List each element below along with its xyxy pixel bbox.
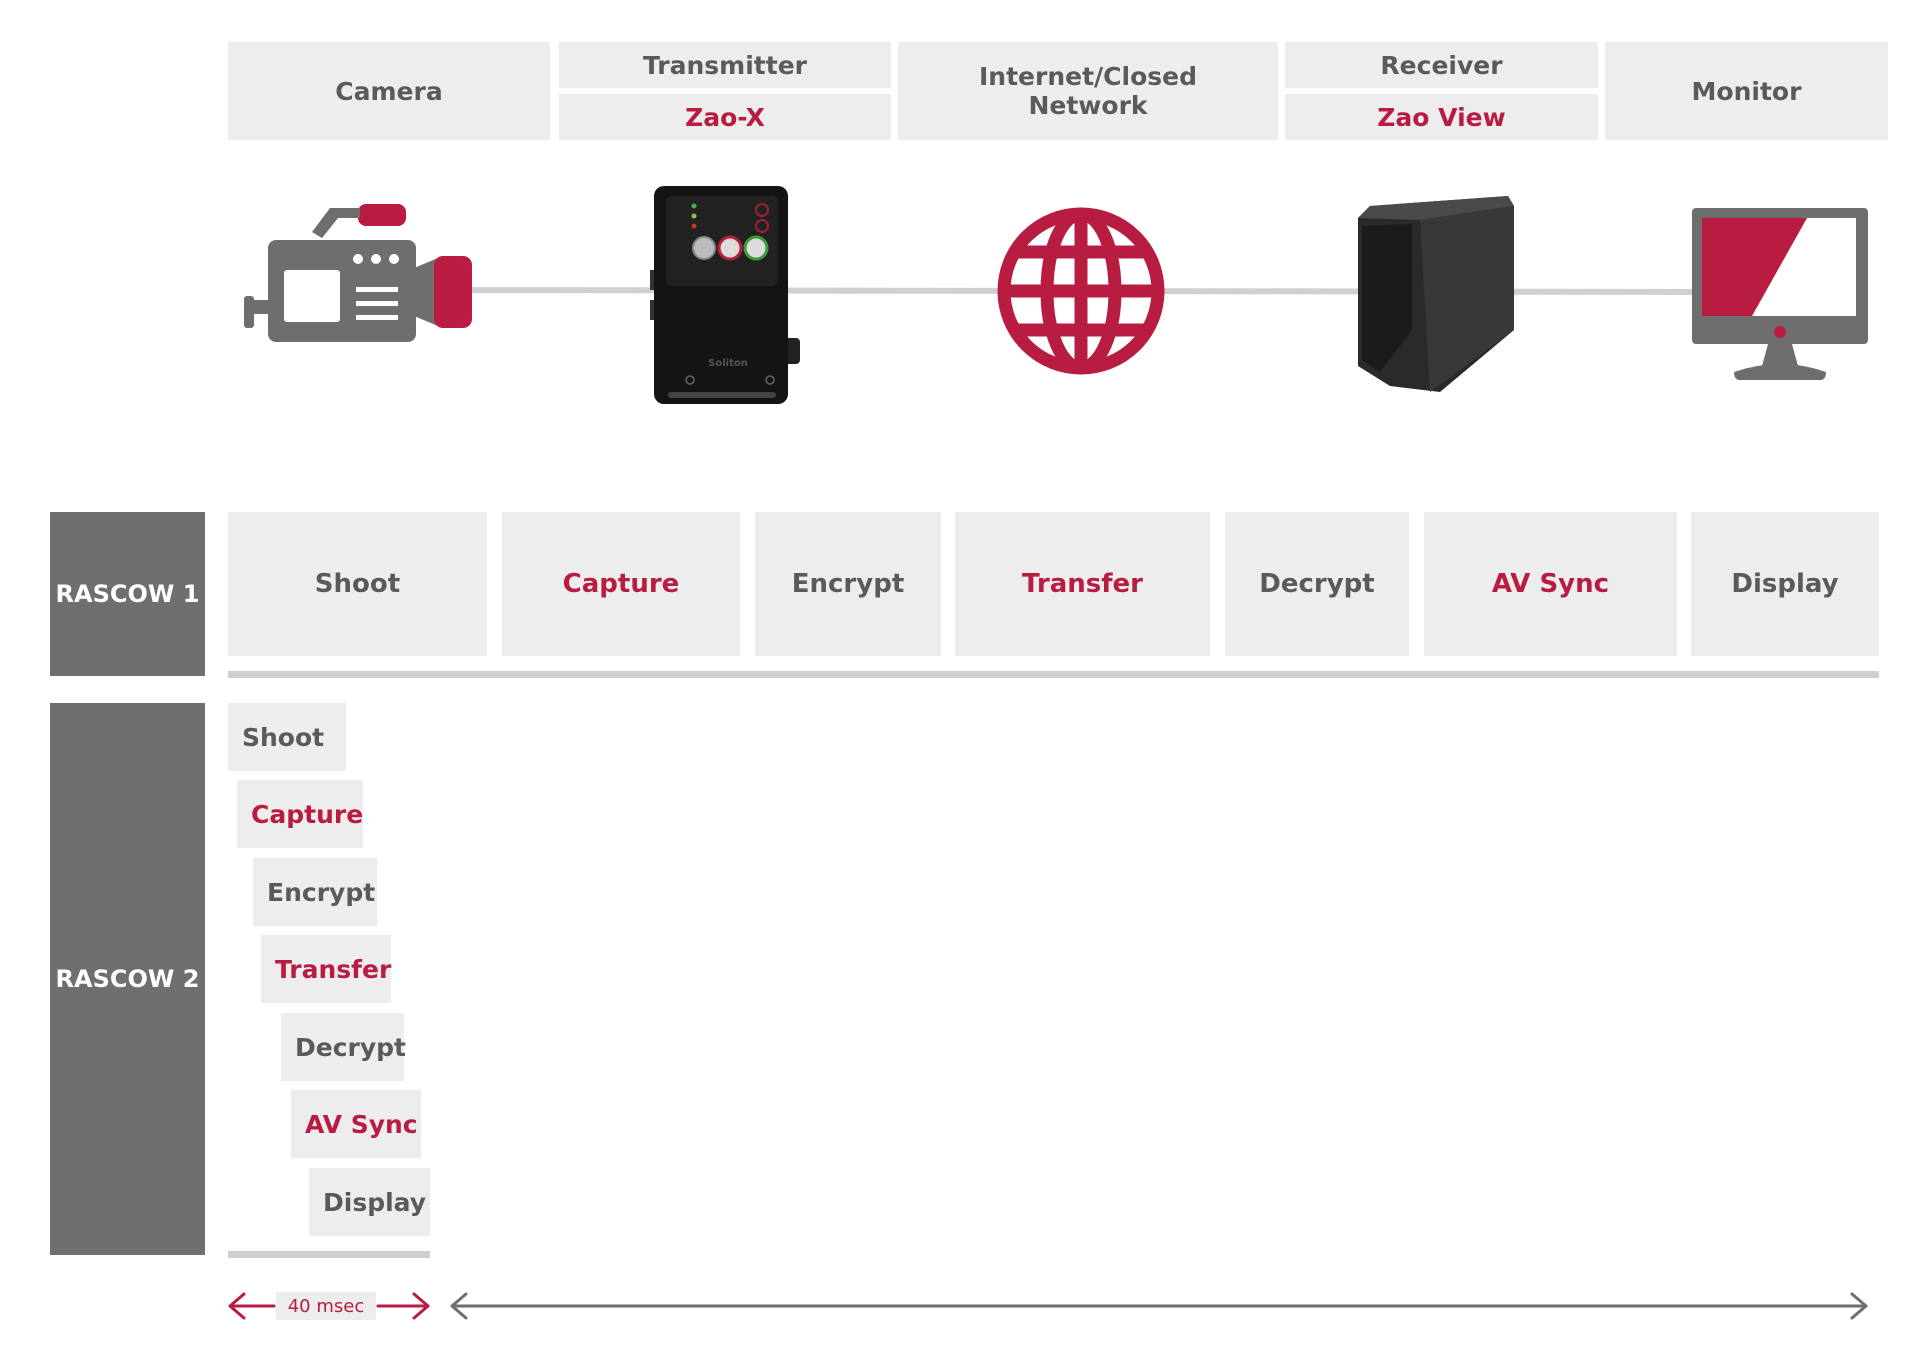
- rascow1-step-capture-label: Capture: [562, 569, 680, 599]
- header-camera: Camera: [228, 42, 550, 140]
- rascow2-step-encrypt: Encrypt: [253, 858, 377, 926]
- rascow2-label-text: RASCOW 2: [55, 965, 200, 993]
- latency-label: 40 msec: [276, 1292, 376, 1320]
- globe-icon: [997, 207, 1165, 375]
- rascow2-label: RASCOW 2: [50, 703, 205, 1255]
- rascow2-step-display-label: Display: [323, 1187, 427, 1217]
- rascow1-timeline-bar: [228, 671, 1879, 678]
- rascow2-step-shoot-label: Shoot: [242, 722, 325, 752]
- rascow2-step-capture: Capture: [237, 780, 363, 848]
- rascow1-step-shoot-label: Shoot: [314, 569, 401, 599]
- short-latency-arrow: [228, 1292, 430, 1320]
- rascow1-step-transfer-label: Transfer: [1022, 569, 1143, 599]
- header-transmitter: Transmitter: [559, 42, 891, 88]
- rascow1-step-avsync: AV Sync: [1424, 512, 1677, 656]
- header-receiver: Receiver: [1285, 42, 1598, 88]
- device-brand-text: Soliton: [708, 358, 748, 369]
- transmitter-product-label: Zao-X: [685, 102, 765, 132]
- header-network-label: Internet/Closed Network: [979, 62, 1197, 120]
- rascow1-step-display: Display: [1691, 512, 1879, 656]
- rascow2-step-shoot: Shoot: [228, 703, 346, 771]
- header-receiver-product: Zao View: [1285, 94, 1598, 140]
- rascow2-step-display: Display: [309, 1168, 430, 1236]
- video-camera-icon: [244, 204, 472, 342]
- rascow1-label-text: RASCOW 1: [55, 580, 200, 608]
- rascow2-step-decrypt: Decrypt: [281, 1013, 406, 1081]
- rascow2-step-capture-label: Capture: [251, 799, 364, 829]
- long-latency-arrow: [450, 1292, 1868, 1320]
- rascow1-step-avsync-label: AV Sync: [1491, 569, 1610, 599]
- rascow2-step-decrypt-label: Decrypt: [295, 1032, 406, 1062]
- header-network: Internet/Closed Network: [898, 42, 1278, 140]
- rascow2-step-transfer: Transfer: [261, 935, 391, 1003]
- header-monitor: Monitor: [1605, 42, 1888, 140]
- rascow2-step-avsync-label: AV Sync: [305, 1109, 418, 1139]
- rascow1-step-decrypt: Decrypt: [1225, 512, 1409, 656]
- rascow1-label: RASCOW 1: [50, 512, 205, 676]
- rascow1-step-decrypt-label: Decrypt: [1259, 569, 1375, 599]
- latency-label-text: 40 msec: [287, 1295, 365, 1317]
- receiver-product-label: Zao View: [1377, 102, 1506, 132]
- header-camera-label: Camera: [335, 76, 443, 106]
- rascow1-step-shoot: Shoot: [228, 512, 487, 656]
- rascow1-step-transfer: Transfer: [955, 512, 1210, 656]
- rascow1-step-encrypt-label: Encrypt: [791, 569, 905, 599]
- rascow1-step-encrypt: Encrypt: [755, 512, 941, 656]
- receiver-pc-icon: [1358, 196, 1514, 392]
- rascow1-step-capture: Capture: [502, 512, 740, 656]
- header-transmitter-label: Transmitter: [643, 50, 807, 80]
- rascow1-step-display-label: Display: [1731, 569, 1839, 599]
- rascow2-step-avsync: AV Sync: [291, 1090, 421, 1158]
- header-transmitter-product: Zao-X: [559, 94, 891, 140]
- header-monitor-label: Monitor: [1691, 76, 1802, 106]
- monitor-icon: [1692, 208, 1868, 380]
- transmitter-device-icon: Soliton: [650, 186, 800, 404]
- rascow2-timeline-bar: [228, 1251, 430, 1258]
- rascow2-step-transfer-label: Transfer: [275, 954, 392, 984]
- rascow2-step-encrypt-label: Encrypt: [267, 877, 376, 907]
- header-receiver-label: Receiver: [1380, 50, 1503, 80]
